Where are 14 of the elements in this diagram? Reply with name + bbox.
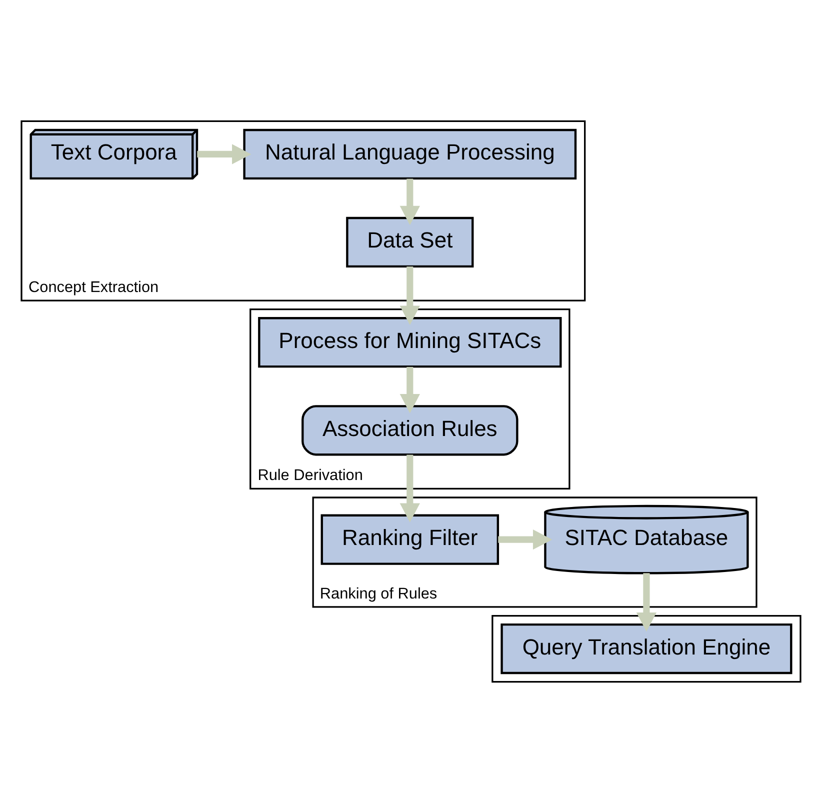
node-box: Ranking Filter xyxy=(320,514,500,564)
node-box: Process for Mining SITACs xyxy=(258,316,562,368)
arrow xyxy=(636,572,657,632)
arrow xyxy=(197,144,252,164)
arrow xyxy=(400,178,420,225)
arrow xyxy=(400,266,420,324)
node-box: Natural Language Processing xyxy=(243,128,577,180)
cluster xyxy=(492,614,802,682)
arrow xyxy=(400,366,420,413)
arrow xyxy=(498,529,552,550)
node-box: Query Translation Engine xyxy=(500,622,792,674)
node-box: Association Rules xyxy=(302,404,518,456)
arrow xyxy=(400,454,420,522)
node-box: Data Set xyxy=(346,216,474,268)
